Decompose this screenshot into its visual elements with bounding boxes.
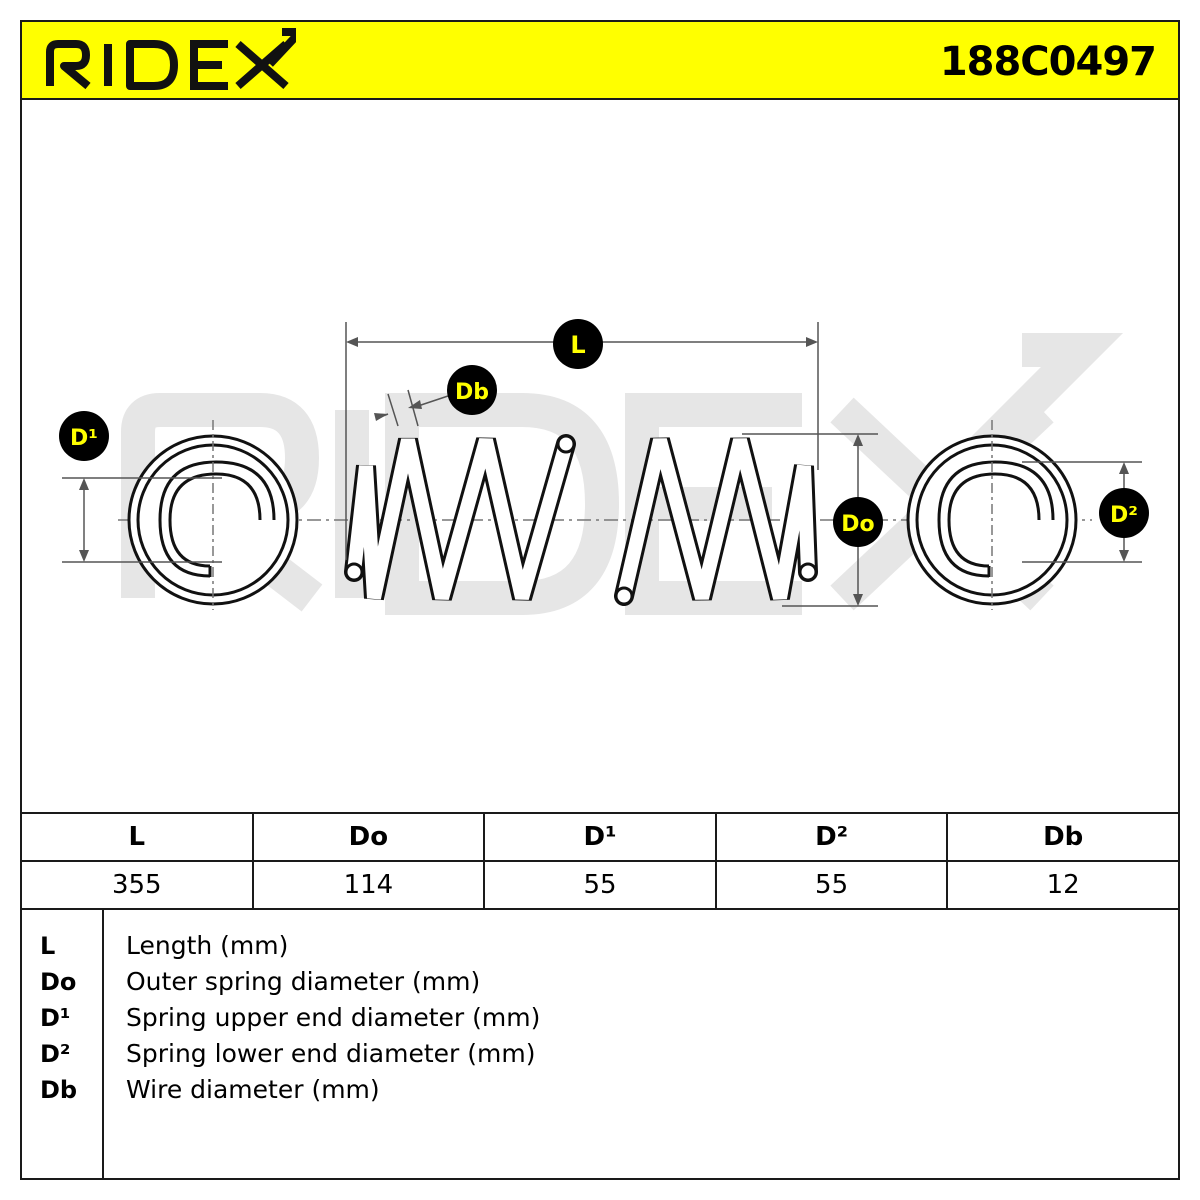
legend-key: D² [40, 1040, 71, 1068]
badge-D1-text: D¹ [70, 426, 98, 451]
ridex-logo [46, 28, 296, 90]
legend-text: Outer spring diameter (mm) [126, 967, 481, 996]
lower-end-view [906, 420, 1078, 610]
legend-item: Db Wire diameter (mm) [22, 1072, 1172, 1108]
spec-header-D1: D¹ [483, 812, 717, 862]
legend-text: Spring lower end diameter (mm) [126, 1039, 536, 1068]
spec-header-L: L [20, 812, 254, 862]
legend-panel: L Length (mm) Do Outer spring diameter (… [20, 910, 1180, 1180]
legend-text: Length (mm) [126, 931, 289, 960]
spec-table: L Do D¹ D² Db 355 114 55 55 12 [20, 812, 1180, 910]
legend-key: Do [40, 968, 77, 996]
badge-Do-text: Do [841, 512, 874, 537]
legend-text: Spring upper end diameter (mm) [126, 1003, 541, 1032]
badge-Db: Db [447, 365, 497, 415]
spec-value-D1: 55 [483, 860, 717, 910]
badge-Do: Do [833, 497, 883, 547]
spec-header-Do: Do [251, 812, 486, 862]
spec-header-row: L Do D¹ D² Db [20, 812, 1180, 862]
legend-item: Do Outer spring diameter (mm) [22, 964, 1172, 1000]
spec-header-D2: D² [714, 812, 949, 862]
badge-Db-text: Db [455, 380, 489, 405]
legend-text: Wire diameter (mm) [126, 1075, 380, 1104]
legend-item: D² Spring lower end diameter (mm) [22, 1036, 1172, 1072]
legend-key: Db [40, 1076, 78, 1104]
part-number: 188C0497 [939, 39, 1157, 85]
legend-item: L Length (mm) [22, 928, 1172, 964]
legend-divider [102, 910, 104, 1178]
spec-value-D2: 55 [714, 860, 949, 910]
dimension-Db [374, 389, 449, 427]
legend-key: D¹ [40, 1004, 71, 1032]
legend-key: L [40, 932, 56, 960]
header-bar: 188C0497 [22, 22, 1178, 100]
badge-D1: D¹ [59, 411, 109, 461]
spec-header-Db: Db [946, 812, 1180, 862]
spring-side-view [344, 434, 818, 606]
badge-L: L [553, 319, 603, 369]
badge-L-text: L [570, 331, 585, 359]
spec-value-Do: 114 [251, 860, 486, 910]
spec-value-Db: 12 [946, 860, 1180, 910]
dimension-D1 [62, 477, 222, 563]
badge-D2: D² [1099, 488, 1149, 538]
spec-value-L: 355 [20, 860, 254, 910]
badge-D2-text: D² [1110, 503, 1138, 528]
spec-value-row: 355 114 55 55 12 [20, 860, 1180, 910]
legend-item: D¹ Spring upper end diameter (mm) [22, 1000, 1172, 1036]
spring-diagram: L Db D¹ Do D² [59, 319, 1149, 615]
